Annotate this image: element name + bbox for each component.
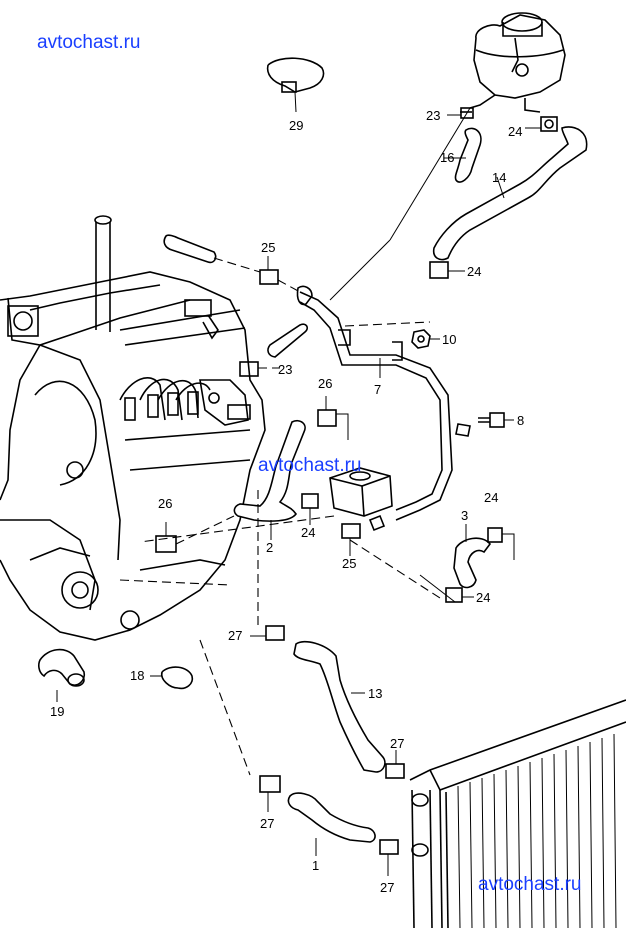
- part-16-hose: [444, 127, 482, 183]
- callout-23-top: 23: [426, 108, 440, 123]
- part-7-coolant-pipe: [296, 285, 453, 521]
- callout-24-left: 24: [301, 525, 315, 540]
- callout-24-mid: 24: [467, 264, 481, 279]
- callout-10: 10: [442, 332, 456, 347]
- callout-24-right: 24: [484, 490, 498, 505]
- callout-27-middle: 27: [390, 736, 404, 751]
- callout-25-top: 25: [261, 240, 275, 255]
- part-hose-stub-upper: [163, 234, 261, 273]
- callout-1: 1: [312, 858, 319, 873]
- watermark-middle: avtochast.ru: [258, 455, 362, 476]
- leader-lines: [329, 107, 471, 301]
- callout-25-lower: 25: [342, 556, 356, 571]
- part-27-clamp-lower: [259, 775, 281, 812]
- part-25-clamp: [259, 256, 301, 293]
- callout-29: 29: [289, 118, 303, 133]
- callout-14: 14: [492, 170, 506, 185]
- part-27-clamp-middle: [385, 750, 405, 779]
- callout-7: 7: [374, 382, 381, 397]
- part-14-hose: [432, 126, 588, 261]
- part-23-clamp-top: [447, 107, 474, 119]
- part-3-hose: [419, 524, 515, 603]
- part-10-nut: [411, 329, 440, 349]
- callout-24-top: 24: [508, 124, 522, 139]
- callout-27-bottom: 27: [380, 880, 394, 895]
- callout-numbers: 29 23 24 16 14 25 24 10 23 7 26 8 26 2 2…: [50, 108, 524, 895]
- part-27-clamp-upper: [250, 625, 285, 641]
- callout-27-upper: 27: [228, 628, 242, 643]
- callout-19: 19: [50, 704, 64, 719]
- part-oil-cooler: [139, 467, 393, 543]
- callout-8: 8: [517, 413, 524, 428]
- callout-23-middle: 23: [278, 362, 292, 377]
- part-23-hose-middle: [239, 323, 308, 377]
- part-8-bolt: [455, 412, 514, 437]
- engine-block: [0, 215, 266, 641]
- part-26-clamp-lower: [155, 515, 235, 553]
- dashed-routing: [119, 490, 441, 776]
- part-25-clamp-lower: [341, 523, 361, 556]
- watermark-bottom: avtochast.ru: [478, 874, 582, 895]
- callout-26-lower: 26: [158, 496, 172, 511]
- callout-27-lower: 27: [260, 816, 274, 831]
- part-radiator: [409, 699, 626, 929]
- watermark-top: avtochast.ru: [37, 32, 141, 53]
- callout-26-top: 26: [318, 376, 332, 391]
- part-18-clip: [150, 666, 194, 690]
- callout-18: 18: [130, 668, 144, 683]
- callout-13: 13: [368, 686, 382, 701]
- part-29-hose-clip: [266, 57, 325, 113]
- part-13-hose: [293, 640, 386, 773]
- part-27-clamp-bottom: [379, 839, 399, 876]
- part-24-clamp-mid: [429, 261, 465, 279]
- part-19-elbow: [38, 648, 86, 702]
- part-expansion-tank: [469, 12, 566, 113]
- callout-24-bottom: 24: [476, 590, 490, 605]
- part-24-clamp-upper: [525, 116, 558, 132]
- part-26-clamp-upper: [317, 396, 349, 440]
- part-2-hose: [233, 419, 306, 540]
- callout-3: 3: [461, 508, 468, 523]
- callout-16: 16: [440, 150, 454, 165]
- part-1-hose: [287, 792, 376, 856]
- part-24-clamp-left: [301, 493, 319, 525]
- callout-2: 2: [266, 540, 273, 555]
